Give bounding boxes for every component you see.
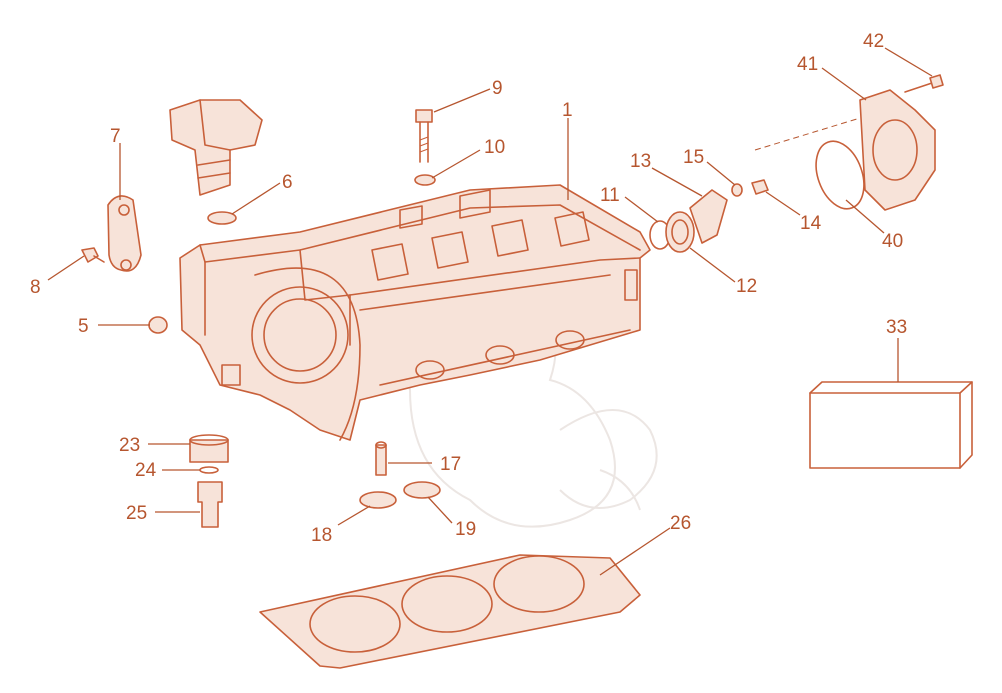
callout-25: 25	[126, 503, 147, 524]
washer-10	[414, 174, 436, 186]
leader-11	[624, 196, 659, 223]
gasket-40	[815, 140, 865, 210]
housing-12	[665, 211, 695, 253]
kit-box-33	[809, 381, 973, 469]
leader-6	[231, 182, 281, 215]
leader-18	[337, 505, 371, 526]
callout-9: 9	[492, 78, 503, 99]
callout-5: 5	[78, 316, 89, 337]
bracket-7	[107, 195, 142, 272]
bolt-42	[904, 74, 944, 93]
leader-lines	[47, 47, 933, 576]
leader-41	[821, 67, 867, 101]
head-gasket-26	[259, 554, 641, 669]
washer-15	[731, 183, 743, 197]
leader-15	[706, 161, 736, 186]
cover-41	[859, 89, 936, 211]
callout-labels: 1 5 6 7 8 9 10 11 12 13 14 15 17 18 19 2…	[30, 31, 907, 546]
callout-12: 12	[736, 276, 757, 297]
callout-7: 7	[110, 126, 121, 147]
callout-18: 18	[311, 525, 332, 546]
seal-19	[403, 481, 441, 499]
plug-14	[751, 179, 769, 195]
callout-17: 17	[440, 454, 461, 475]
callout-41: 41	[797, 54, 818, 75]
leader-8	[47, 255, 85, 281]
leader-9	[433, 88, 491, 113]
cylinder-head	[179, 184, 651, 441]
valve-guide-17	[375, 441, 387, 476]
camshaft-sensor	[169, 99, 263, 196]
callout-1: 1	[562, 100, 573, 121]
bolt-8	[81, 247, 105, 263]
leader-19	[427, 496, 453, 524]
callout-15: 15	[683, 147, 704, 168]
leader-40	[845, 199, 885, 234]
callout-14: 14	[800, 213, 822, 234]
callout-40: 40	[882, 231, 903, 252]
callout-11: 11	[600, 185, 620, 206]
tappet-23	[189, 434, 229, 463]
callout-8: 8	[30, 277, 41, 298]
callout-19: 19	[455, 519, 476, 540]
callout-26: 26	[670, 513, 691, 534]
callout-42: 42	[863, 31, 884, 52]
leader-14	[765, 191, 801, 216]
spring-24	[199, 466, 219, 474]
bracket-13	[689, 189, 728, 244]
callout-23: 23	[119, 435, 140, 456]
seal-ring-6	[207, 211, 237, 225]
callout-10: 10	[484, 137, 505, 158]
lifter-25	[197, 481, 223, 528]
leader-12	[689, 247, 736, 283]
leader-10	[431, 149, 481, 179]
callout-13: 13	[630, 151, 651, 172]
leader-26	[599, 527, 671, 576]
bolt-9	[415, 109, 433, 163]
leader-13	[651, 167, 703, 197]
callout-33: 33	[886, 317, 907, 338]
callout-24: 24	[135, 460, 157, 481]
seal-18	[359, 491, 397, 509]
callout-6: 6	[282, 172, 293, 193]
plug-5	[148, 316, 168, 334]
leader-42	[884, 47, 933, 77]
axis-line-40	[754, 117, 861, 151]
